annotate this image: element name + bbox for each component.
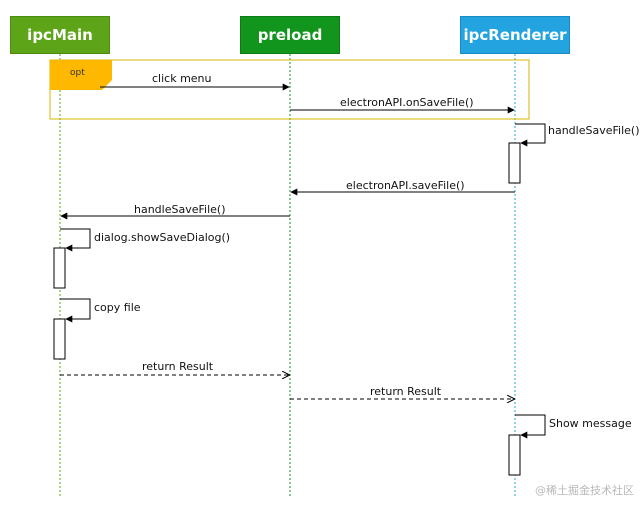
self-call-renderer-handle xyxy=(515,123,546,147)
msg-save-file: electronAPI.saveFile() xyxy=(346,179,465,192)
msg-on-save-file: electronAPI.onSaveFile() xyxy=(340,96,474,109)
activation-renderer-2 xyxy=(508,434,521,476)
msg-return-main: return Result xyxy=(142,360,214,373)
participant-ipcmain: ipcMain xyxy=(10,16,110,54)
activation-ipcmain-1 xyxy=(53,247,66,289)
opt-tab xyxy=(50,60,112,90)
participant-preload: preload xyxy=(240,16,340,54)
activation-ipcmain-2 xyxy=(53,318,66,360)
msg-show-dialog: dialog.showSaveDialog() xyxy=(94,231,231,244)
participant-preload-label: preload xyxy=(257,26,323,44)
msg-main-handle: handleSaveFile() xyxy=(134,203,226,216)
participant-ipcmain-label: ipcMain xyxy=(27,26,93,44)
watermark: @稀土掘金技术社区 xyxy=(535,484,634,497)
self-call-copy-file xyxy=(60,298,91,323)
msg-show-message: Show message xyxy=(549,417,632,430)
participant-renderer-label: ipcRenderer xyxy=(463,26,567,44)
msg-return-preload: return Result xyxy=(370,385,442,398)
msg-click-menu: click menu xyxy=(152,72,212,85)
msg-copy-file: copy file xyxy=(94,301,141,314)
self-call-show-message xyxy=(515,414,546,439)
msg-renderer-handle: handleSaveFile() xyxy=(548,124,640,137)
self-call-show-dialog xyxy=(60,228,91,252)
activation-renderer-1 xyxy=(508,142,521,184)
opt-label: opt xyxy=(70,68,85,78)
participant-renderer: ipcRenderer xyxy=(460,16,570,54)
